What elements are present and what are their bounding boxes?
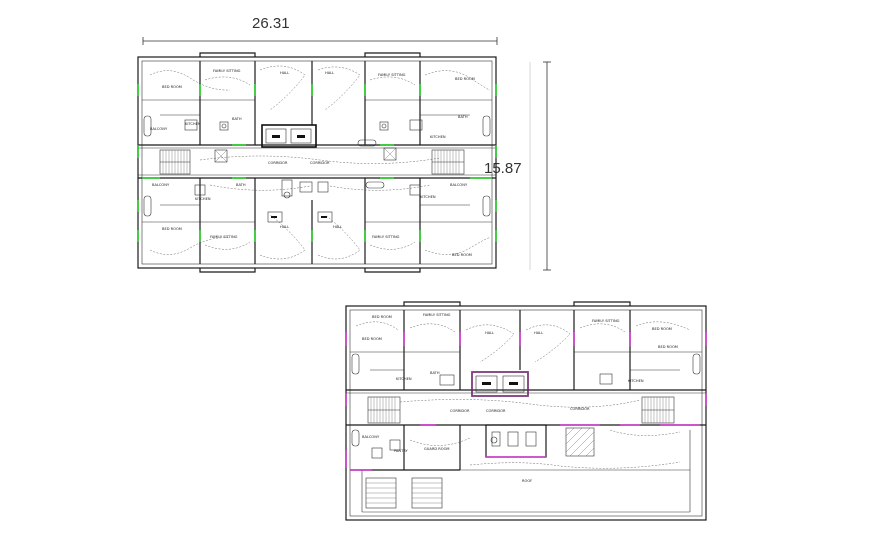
room-label: BED ROOM <box>658 345 678 349</box>
room-label: CORRIDOR <box>268 161 288 165</box>
room-label: BALCONY <box>450 183 468 187</box>
ramp-hatched <box>565 427 595 457</box>
typical-floor-plan: BED ROOM FAMILY SITTING HALL HALL FAMILY… <box>137 52 497 273</box>
room-label: FAMILY SITTING <box>210 235 238 239</box>
staircase-left-ground <box>367 396 401 424</box>
room-label: BALCONY <box>152 183 170 187</box>
room-label: BED ROOM <box>162 227 182 231</box>
room-label: BED ROOM <box>652 327 672 331</box>
room-label: BATH <box>232 117 242 121</box>
lift-core <box>261 124 317 148</box>
room-label: KITCHEN <box>430 135 446 139</box>
room-label: CORRIDOR <box>310 161 330 165</box>
room-label: BED ROOM <box>362 337 382 341</box>
staircase-right-ground <box>641 396 675 424</box>
room-label: CORRIDOR <box>486 409 506 413</box>
room-label: KITCHEN <box>420 195 436 199</box>
room-label: BED ROOM <box>452 253 472 257</box>
staircase-right <box>431 149 465 175</box>
staircase-left <box>159 149 191 175</box>
room-label: HALL <box>325 71 334 75</box>
room-label: HALL <box>280 71 289 75</box>
room-label: PANTRY <box>394 449 409 453</box>
room-label: KITCHEN <box>396 377 412 381</box>
room-label: KITCHEN <box>195 197 211 201</box>
width-dimension-label: 26.31 <box>252 15 290 32</box>
height-dimension: 15.87 <box>484 61 551 271</box>
entrance-steps <box>365 477 443 509</box>
room-label: KITCHEN <box>185 122 201 126</box>
room-label: CORRIDOR <box>450 409 470 413</box>
width-dimension: 26.31 <box>142 15 498 45</box>
room-label: BATH <box>236 183 246 187</box>
ground-floor-plan: BED ROOM FAMILY SITTING HALL HALL FAMILY… <box>345 301 707 521</box>
room-label: HALL <box>280 225 289 229</box>
room-label: FAMILY SITTING <box>213 69 241 73</box>
room-label: BATH <box>430 371 440 375</box>
room-label: FAMILY SITTING <box>423 313 451 317</box>
room-label: FAMILY SITTING <box>372 235 400 239</box>
room-label: HALL <box>534 331 543 335</box>
room-label: FAMILY SITTING <box>378 73 406 77</box>
window-markers-ground <box>345 332 707 471</box>
room-label: BED ROOM <box>455 77 475 81</box>
room-label: CORRIDOR <box>570 407 590 411</box>
room-label: HALL <box>485 331 494 335</box>
room-label: GUARD ROOM <box>424 447 450 451</box>
room-label: BALCONY <box>362 435 380 439</box>
room-label: KITCHEN <box>628 379 644 383</box>
lift-core-ground <box>471 371 529 397</box>
room-label: FAMILY SITTING <box>592 319 620 323</box>
room-label: BED ROOM <box>372 315 392 319</box>
room-label: BED ROOM <box>162 85 182 89</box>
room-label: ROOF <box>522 479 532 483</box>
room-label: BATH <box>458 115 468 119</box>
room-label: BALCONY <box>150 127 168 131</box>
window-markers <box>137 84 497 242</box>
room-label: HALL <box>333 225 342 229</box>
height-dimension-label: 15.87 <box>484 160 522 177</box>
